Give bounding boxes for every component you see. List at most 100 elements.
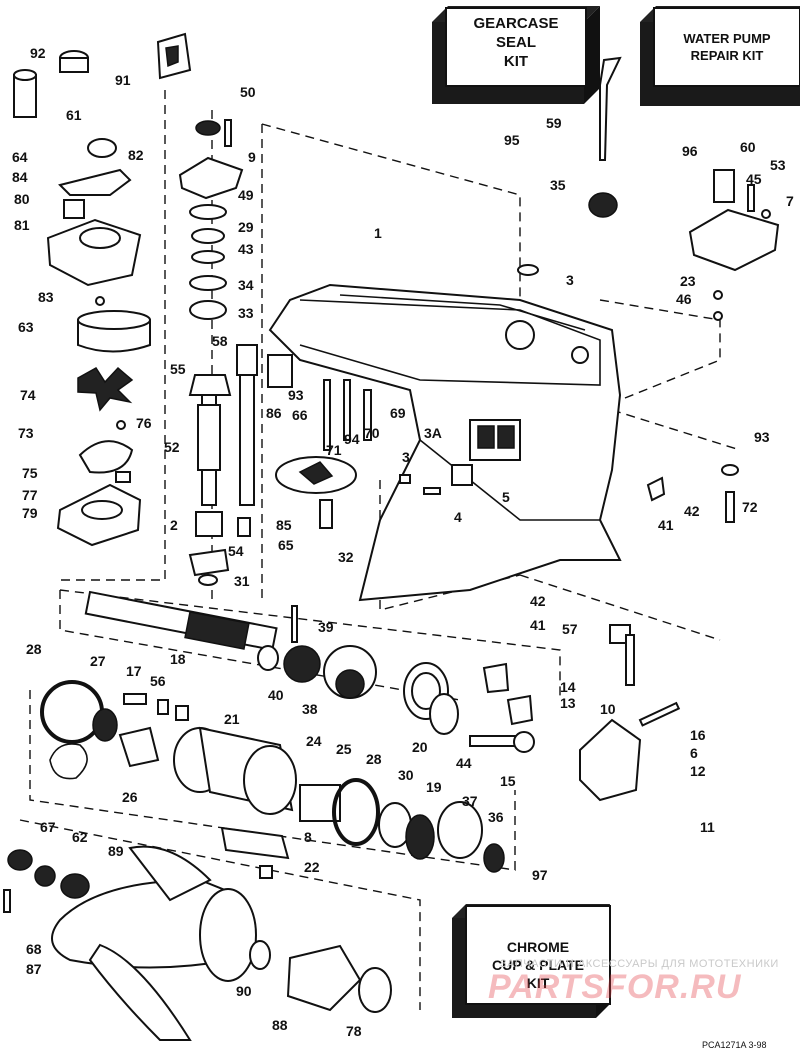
callout-77: 77 [22,487,38,503]
callout-52: 52 [164,439,180,455]
callout-44: 44 [456,755,472,771]
water-pump-kit-box [640,6,800,106]
callout-12: 12 [690,763,706,779]
callout-15: 15 [500,773,516,789]
dashed-leader [60,90,166,581]
callout-22: 22 [304,859,320,875]
callout-93-left: 93 [288,387,304,403]
callout-49: 49 [238,187,254,203]
callout-59: 59 [546,115,562,131]
callout-70: 70 [364,425,380,441]
callout-2: 2 [170,517,178,533]
dashed-leader [599,299,721,401]
callout-3-top: 3 [566,272,574,288]
callout-20: 20 [412,739,428,755]
callout-79: 79 [22,505,38,521]
callout-28-left: 28 [26,641,42,657]
callout-38: 38 [302,701,318,717]
callout-19: 19 [426,779,442,795]
callout-93-right: 93 [754,429,770,445]
figure-code: PCA1271A 3-98 [702,1040,767,1050]
callout-64: 64 [12,149,28,165]
water-pump-parts [13,50,151,547]
propeller-shaft-parts [84,590,681,802]
callout-7: 7 [786,193,794,209]
callout-94: 94 [344,431,360,447]
callout-74: 74 [20,387,36,403]
callout-21: 21 [224,711,240,727]
dashed-leader [519,574,721,641]
callout-65: 65 [278,537,294,553]
callout-72: 72 [742,499,758,515]
dashed-leader [59,589,561,700]
callout-91: 91 [115,72,131,88]
callout-27: 27 [90,653,106,669]
callout-24: 24 [306,733,322,749]
gearcase-seal-kit-label: GEARCASE SEAL KIT [473,15,559,70]
callout-66: 66 [292,407,308,423]
callout-45: 45 [746,171,762,187]
gearcase-housing [268,283,622,602]
callout-17: 17 [126,663,142,679]
callout-18: 18 [170,651,186,667]
callout-25: 25 [336,741,352,757]
callout-26: 26 [122,789,138,805]
callout-11: 11 [700,819,715,835]
callout-80: 80 [14,191,30,207]
watermark-text: ЗАПЧАСТИ И АКСЕССУАРЫ ДЛЯ МОТОТЕХНИКИ [500,958,779,970]
callout-89: 89 [108,843,124,859]
callout-82: 82 [128,147,144,163]
callout-61: 61 [66,107,82,123]
midsection-parts [267,354,473,529]
callout-42-upper: 42 [684,503,700,519]
callout-54: 54 [228,543,244,559]
callout-5: 5 [502,489,510,505]
water-pump-kit-label: WATER PUMP REPAIR KIT [683,31,771,63]
callout-50: 50 [240,84,256,100]
callout-55: 55 [170,361,186,377]
callout-37: 37 [462,793,478,809]
callout-86: 86 [266,405,282,421]
callout-8: 8 [304,829,312,845]
callout-36: 36 [488,809,504,825]
callout-53: 53 [770,157,786,173]
callout-33: 33 [238,305,254,321]
callout-90: 90 [236,983,252,999]
callout-28-mid: 28 [366,751,382,767]
callout-32: 32 [338,549,354,565]
callout-76: 76 [136,415,152,431]
callout-40: 40 [268,687,284,703]
gearcase-seal-kit-box [432,6,600,104]
partsfor-logo: PARTSFOR.RU [488,968,742,1006]
callout-42-lower: 42 [530,593,546,609]
callout-13: 13 [560,695,576,711]
dashed-leader [611,409,741,451]
driveshaft-parts [156,32,258,586]
callout-31: 31 [234,573,250,589]
callout-3A: 3A [424,425,442,441]
top-right-parts [517,56,780,523]
callout-56: 56 [150,673,166,689]
callout-43: 43 [238,241,254,257]
callout-6: 6 [690,745,698,761]
callout-84: 84 [12,169,28,185]
callout-78: 78 [346,1023,362,1039]
callout-92: 92 [30,45,46,61]
bearing-carrier-parts [40,680,505,879]
callout-1: 1 [374,225,382,241]
callout-71: 71 [326,442,342,458]
callout-30: 30 [398,767,414,783]
callout-58: 58 [212,333,228,349]
callout-87: 87 [26,961,42,977]
callout-35: 35 [550,177,566,193]
callout-67: 67 [40,819,56,835]
callout-14: 14 [560,679,576,695]
callout-73: 73 [18,425,34,441]
callout-69: 69 [390,405,406,421]
callout-68: 68 [26,941,42,957]
callout-60: 60 [740,139,756,155]
dashed-leader [261,123,521,300]
callout-96: 96 [682,143,698,159]
